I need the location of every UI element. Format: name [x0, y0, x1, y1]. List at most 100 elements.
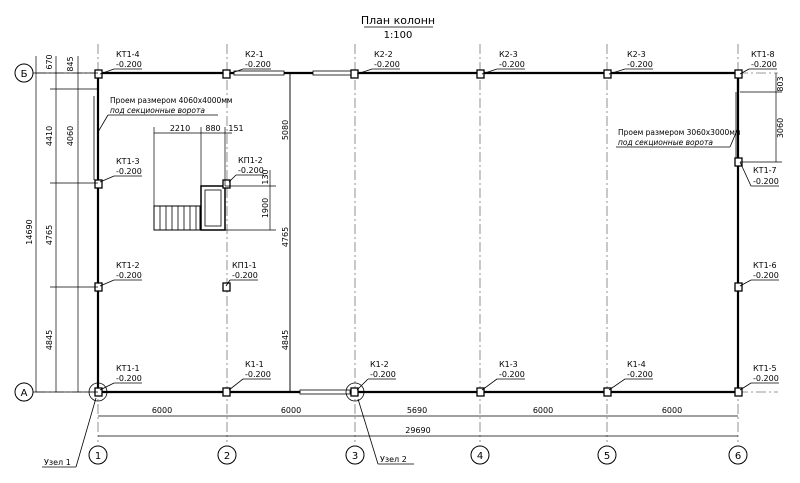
axis-bubble-5 — [597, 445, 617, 465]
label-leader — [481, 378, 498, 391]
dim-value: 4060 — [66, 126, 75, 146]
axis-label-6: 6 — [735, 451, 741, 462]
column-level-label: -0.200 — [751, 60, 777, 69]
dim-value: 151 — [228, 124, 243, 133]
axis-bubble-2 — [217, 445, 237, 465]
door-frame-bottom — [299, 389, 351, 395]
dim-value: 5690 — [407, 406, 427, 415]
axis-lines-horizontal — [36, 72, 778, 393]
door-frame-top-1 — [233, 70, 285, 76]
column-level-label: -0.200 — [116, 271, 142, 280]
column-id-label: К2-2 — [374, 50, 393, 59]
middle-dimensions: 5080 4765 4845 — [281, 73, 291, 392]
axis-label-1: 1 — [95, 451, 101, 462]
column-axis-markers: 1 2 3 4 5 6 — [88, 445, 748, 465]
column — [734, 282, 743, 292]
column-level-label: -0.200 — [627, 60, 653, 69]
column-id-label: КТ1-5 — [753, 364, 777, 373]
column — [222, 179, 231, 189]
column — [476, 69, 485, 79]
label-leader — [99, 68, 115, 75]
door-frame-top-2 — [312, 70, 354, 76]
node-2-label: Узел 2 — [380, 455, 407, 464]
node-1-label: Узел 1 — [44, 458, 71, 467]
column-level-label: -0.200 — [753, 271, 779, 280]
opening-note-line2: под секционные ворота — [110, 106, 205, 115]
label-leader — [228, 68, 244, 75]
note-leader — [97, 114, 109, 133]
column-level-label: -0.200 — [232, 271, 258, 280]
label-leader — [99, 175, 115, 183]
label-leader — [739, 161, 752, 187]
axis-label-4: 4 — [477, 451, 483, 462]
dim-value: 4410 — [45, 126, 54, 146]
node-2-circle — [345, 382, 365, 402]
column-level-label: -0.200 — [499, 370, 525, 379]
stair-flight — [153, 205, 201, 231]
axis-label-3: 3 — [352, 451, 358, 462]
label-leader — [739, 279, 752, 287]
dim-value: 2210 — [170, 124, 190, 133]
dim-value: 6000 — [533, 406, 553, 415]
label-leader — [739, 68, 750, 75]
stair — [153, 185, 226, 231]
column-id-label: КП1-1 — [232, 261, 257, 270]
column-id-label: К1-1 — [245, 360, 264, 369]
column — [734, 387, 743, 397]
column-id-label: К1-2 — [370, 360, 389, 369]
column-level-label: -0.200 — [374, 60, 400, 69]
label-leader — [608, 378, 626, 391]
axis-label-A: А — [21, 388, 28, 399]
column — [603, 387, 612, 397]
column — [94, 69, 103, 79]
label-leader — [228, 378, 244, 391]
column — [350, 69, 359, 79]
plan-title: План колонн — [361, 14, 435, 27]
dim-value: 6000 — [662, 406, 682, 415]
label-leader — [228, 174, 237, 183]
node-leader — [75, 397, 97, 468]
label-leader — [608, 68, 626, 75]
note-leader — [729, 127, 739, 148]
dim-value: 4845 — [45, 330, 54, 350]
axis-bubble-4 — [470, 445, 490, 465]
column-id-label: КТ1-1 — [116, 364, 140, 373]
column — [734, 69, 743, 79]
column-level-label: -0.200 — [499, 60, 525, 69]
label-leader — [99, 279, 115, 287]
label-leader — [99, 382, 115, 391]
axis-bubble-3 — [345, 445, 365, 465]
label-leader — [739, 382, 752, 391]
axis-label-2: 2 — [224, 451, 230, 462]
node-leader — [357, 398, 379, 465]
axis-label-5: 5 — [604, 451, 610, 462]
dim-value: 3060 — [776, 118, 785, 138]
node-callouts: Узел 1 Узел 2 — [42, 397, 414, 468]
label-leader — [481, 68, 498, 75]
column-level-label: -0.200 — [370, 370, 396, 379]
column-level-label: -0.200 — [245, 370, 271, 379]
column-id-label: КТ1-2 — [116, 261, 140, 270]
dim-value: 5080 — [281, 120, 290, 140]
opening-note-line1: Проем размером 4060х4000мм — [110, 96, 233, 105]
row-axis-markers: Б А — [14, 63, 34, 402]
column-level-label: -0.200 — [753, 177, 779, 186]
column-level-label: -0.200 — [116, 167, 142, 176]
column-labels: КТ1-4 -0.200 К2-1 -0.200 К2-2 -0.200 К2-… — [99, 50, 779, 391]
column-id-label: КТ1-7 — [753, 166, 777, 175]
axis-bubble-6 — [728, 445, 748, 465]
column-level-label: -0.200 — [627, 370, 653, 379]
column-level-label: -0.200 — [245, 60, 271, 69]
dim-value: 6000 — [152, 406, 172, 415]
dim-value: 4845 — [281, 330, 290, 350]
dim-value: 6000 — [281, 406, 301, 415]
column — [222, 69, 231, 79]
dim-value: 845 — [66, 56, 75, 71]
column-id-label: К1-4 — [627, 360, 646, 369]
right-dimensions: 803 3060 — [740, 73, 785, 163]
column-id-label: КТ1-8 — [751, 50, 775, 59]
building-outline — [93, 70, 740, 395]
column-id-label: К1-3 — [499, 360, 518, 369]
column-level-label: -0.200 — [238, 166, 264, 175]
column — [222, 387, 231, 397]
